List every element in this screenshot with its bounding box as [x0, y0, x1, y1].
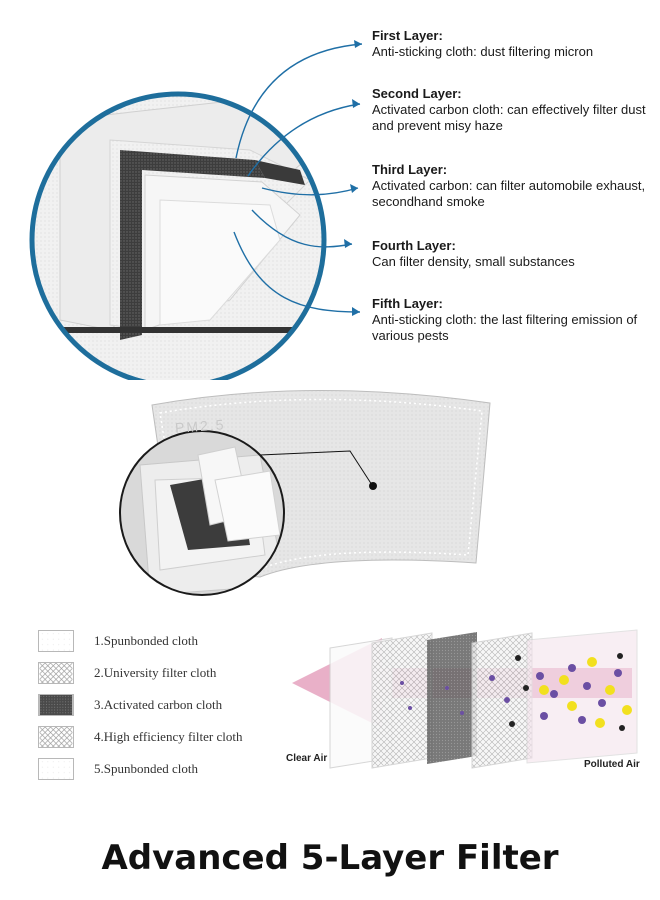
polluted-air-label: Polluted Air [584, 759, 640, 770]
clear-air-label: Clear Air [286, 753, 328, 764]
layer-callout-2: Second Layer: Activated carbon cloth: ca… [372, 86, 652, 134]
swatch-mesh-icon [38, 662, 74, 684]
layer-description: Anti-sticking cloth: the last filtering … [372, 312, 638, 343]
legend-label: 3.Activated carbon cloth [94, 697, 223, 712]
swatch-carbon-icon [38, 694, 74, 716]
layer-title: Third Layer: [372, 162, 448, 177]
swatch-mesh-icon [38, 726, 74, 748]
layer-callout-3: Third Layer: Activated carbon: can filte… [372, 162, 652, 210]
layer-description: Can filter density, small substances [372, 254, 575, 269]
legend-label: 4.High efficiency filter cloth [94, 729, 243, 744]
layer-callout-5: Fifth Layer: Anti-sticking cloth: the la… [372, 296, 652, 344]
layer-title: Fourth Layer: [372, 238, 456, 253]
layer-magnifier-illustration [29, 40, 363, 380]
air-flow-diagram [292, 629, 638, 769]
legend-label: 1.Spunbonded cloth [94, 633, 198, 648]
page-title: Advanced 5-Layer Filter [101, 838, 559, 878]
layer-title: Second Layer: [372, 86, 462, 101]
swatch-spunbonded-icon [38, 758, 74, 780]
layer-description: Anti-sticking cloth: dust filtering micr… [372, 44, 594, 59]
layer-description: Activated carbon cloth: can effectively … [372, 102, 646, 133]
legend-label: 5.Spunbonded cloth [94, 761, 198, 776]
layer-callout-4: Fourth Layer: Can filter density, small … [372, 238, 652, 270]
layer-callout-1: First Layer: Anti-sticking cloth: dust f… [372, 28, 652, 60]
layer-title: First Layer: [372, 28, 443, 43]
layer-title: Fifth Layer: [372, 296, 443, 311]
layer-description: Activated carbon: can filter automobile … [372, 178, 646, 209]
legend-label: 2.University filter cloth [94, 665, 217, 680]
swatch-spunbonded-icon [38, 630, 74, 652]
filter-pad-illustration [119, 389, 491, 596]
